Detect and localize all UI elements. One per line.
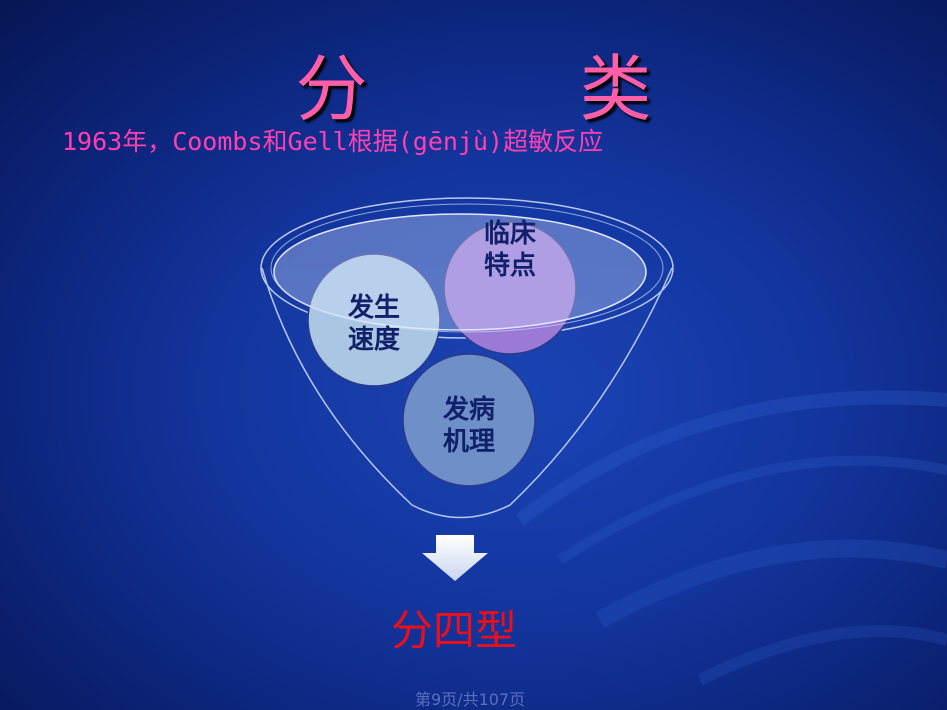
funnel-top-surface [273, 213, 647, 331]
bubble-label-mechanism: 发病 机理 [442, 395, 495, 457]
bubble-clinical-features [443, 221, 577, 355]
bubble-mechanism [402, 353, 536, 487]
page-title: 分 类 [295, 47, 722, 131]
down-arrow-icon [422, 535, 488, 581]
bubble-label-onset: 发生 速度 [347, 293, 400, 355]
result-text: 分四型 [390, 606, 517, 655]
bubble-label-clinical: 临床 特点 [483, 219, 536, 281]
bubble-onset-speed [307, 253, 441, 387]
subtitle-text: 1963年，Coombs和Gell根据(gēnjù)超敏反应 [62, 127, 604, 156]
page-footer: 第9页/共107页 [415, 690, 526, 709]
